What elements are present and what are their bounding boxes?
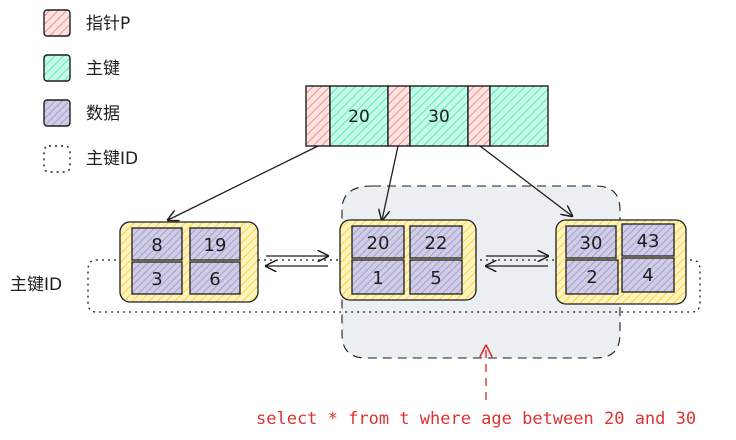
leaf-3-data-cell-2 [621,257,675,293]
pointer-swatch [43,9,71,37]
leaf-3-data-1: 2 [586,267,597,288]
legend-label-primary-id: 主键ID [86,149,138,169]
legend-item-pointer: 指针P [43,9,130,37]
leaf-1-data-1: 3 [151,269,162,290]
leaf-2-key-cell-2 [409,225,463,259]
leaf-link-2-3 [486,256,548,266]
pointer-arrow-right [479,145,572,216]
primary-id-strip [87,259,701,313]
legend-label-data: 数据 [86,104,120,124]
row-label: 主键ID [10,275,62,295]
leaf-2-data-cell-1 [351,259,405,295]
leaf-2-key-1: 20 [367,233,390,254]
leaf-3-key-cell-2 [621,223,675,257]
pointer-arrow-left [168,145,319,220]
leaf-link-1-2 [266,256,328,266]
leaf-1-data-cell-2 [189,261,241,295]
legend-item-key: 主键 [43,54,120,82]
root-tail [489,85,549,147]
key-swatch [43,54,71,82]
leaf-2-data-1: 1 [372,268,383,289]
leaf-node-2: 20 22 1 5 [339,219,477,301]
root-pointer-2 [387,85,411,147]
legend: 指针P 主键 数据 主键ID [43,9,138,173]
leaf-1-data-cell-1 [131,261,183,295]
leaf-node-1: 8 19 3 6 [119,221,259,303]
leaf-1-key-1: 8 [151,235,162,256]
legend-label-key: 主键 [86,59,120,79]
legend-item-data: 数据 [43,99,120,127]
leaf-1-key-cell-1 [131,227,183,261]
leaf-2-data-2: 5 [430,268,441,289]
root-key-2 [409,85,469,147]
leaf-3-data-2: 4 [642,265,653,286]
leaf-2-key-cell-1 [351,225,405,259]
leaf-3-key-2: 43 [637,231,660,252]
leaf-1-key-cell-2 [189,227,241,261]
leaf-1-key-2: 19 [204,235,227,256]
pointer-arrow-middle [382,145,399,220]
leaf-3-data-cell-1 [565,259,619,295]
leaf-node-3: 30 43 2 4 [555,219,687,305]
data-swatch [43,99,71,127]
root-pointer-1 [305,85,331,147]
legend-item-primary-id: 主键ID [43,145,138,173]
root-node: 20 30 [305,85,549,147]
leaf-2-key-2: 22 [425,233,448,254]
leaf-3-key-1: 30 [580,233,603,254]
primary-id-swatch [43,145,71,173]
leaf-3-key-cell-1 [565,225,617,259]
query-text: select * from t where age between 20 and… [256,409,696,429]
leaf-1-data-2: 6 [209,269,220,290]
root-key-2-text: 30 [428,107,450,127]
leaf-2-data-cell-2 [409,259,463,295]
root-key-1-text: 20 [348,107,370,127]
root-pointer-3 [467,85,491,147]
legend-label-pointer: 指针P [86,14,130,34]
